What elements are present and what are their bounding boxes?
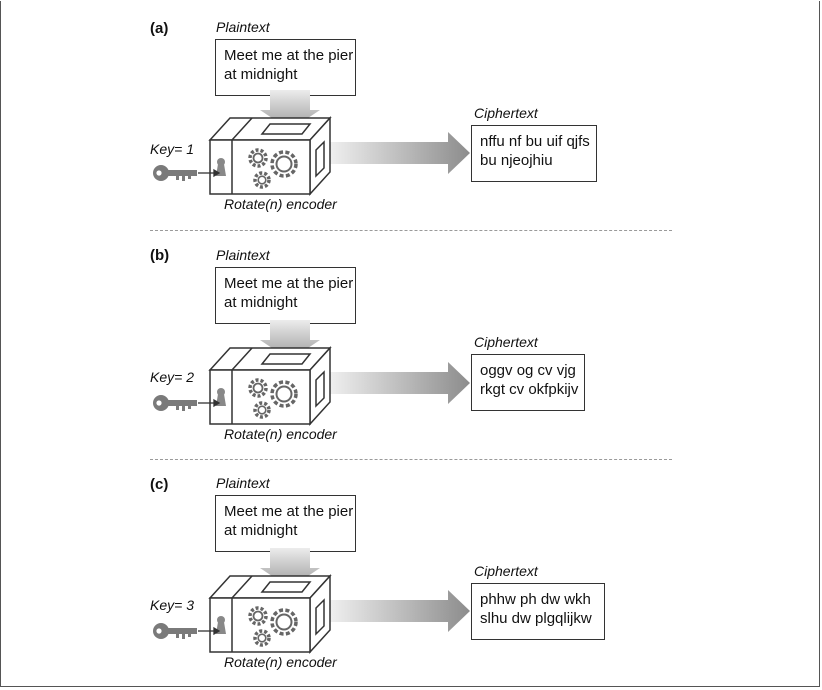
encoder-machine <box>153 90 470 196</box>
plaintext-label: Plaintext <box>216 247 270 263</box>
right-arrow-icon <box>326 132 470 174</box>
panel-separator <box>150 459 672 460</box>
key-label: Key= 3 <box>150 597 194 613</box>
plaintext-line: at midnight <box>224 66 298 83</box>
key-arrow <box>198 626 221 636</box>
key-arrow <box>198 398 221 408</box>
key-icon <box>153 165 197 181</box>
encoder-label: Rotate(n) encoder <box>224 426 337 442</box>
panel-label: (c) <box>150 476 169 493</box>
right-arrow-icon <box>326 590 470 632</box>
ciphertext-line: slhu dw plgqlijkw <box>480 610 592 627</box>
plaintext-label: Plaintext <box>216 475 270 491</box>
ciphertext-line: bu njeojhiu <box>480 152 553 169</box>
ciphertext-box: phhw ph dw wkh slhu dw plgqlijkw <box>471 583 605 640</box>
ciphertext-line: rkgt cv okfpkijv <box>480 381 579 398</box>
panel-separator <box>150 230 672 231</box>
ciphertext-box: nffu nf bu uif qjfs bu njeojhiu <box>471 125 597 182</box>
panel-c: (c) Plaintext Meet me at the pier at mid… <box>0 462 822 690</box>
panel-label: (b) <box>150 247 170 264</box>
key-icon <box>153 395 197 411</box>
encoder-label: Rotate(n) encoder <box>224 654 337 670</box>
ciphertext-line: nffu nf bu uif qjfs <box>480 133 590 150</box>
key-arrow <box>198 168 221 178</box>
key-icon <box>153 623 197 639</box>
ciphertext-line: oggv og cv vjg <box>480 362 576 379</box>
ciphertext-label: Ciphertext <box>474 563 538 579</box>
panel-a: (a) Plaintext Meet me at the pier at mid… <box>0 0 822 228</box>
gears-icon <box>248 148 298 189</box>
encoder-label: Rotate(n) encoder <box>224 196 337 212</box>
plaintext-line: at midnight <box>224 522 298 539</box>
ciphertext-line: phhw ph dw wkh <box>480 591 591 608</box>
plaintext-box: Meet me at the pier at midnight <box>215 267 356 324</box>
key-label: Key= 2 <box>150 369 194 385</box>
plaintext-line: at midnight <box>224 294 298 311</box>
plaintext-line: Meet me at the pier <box>224 47 354 64</box>
keyhole-icon <box>216 158 226 176</box>
plaintext-line: Meet me at the pier <box>224 503 354 520</box>
plaintext-label: Plaintext <box>216 19 270 35</box>
right-arrow-icon <box>326 362 470 404</box>
key-label: Key= 1 <box>150 141 194 157</box>
encoder-box-icon <box>208 574 332 654</box>
plaintext-box: Meet me at the pier at midnight <box>215 495 356 552</box>
plaintext-box: Meet me at the pier at midnight <box>215 39 356 96</box>
plaintext-line: Meet me at the pier <box>224 275 354 292</box>
ciphertext-label: Ciphertext <box>474 334 538 350</box>
gears-icon <box>248 378 298 419</box>
gears-icon <box>248 606 298 647</box>
ciphertext-label: Ciphertext <box>474 105 538 121</box>
encoder-machine <box>153 320 470 426</box>
panel-b: (b) Plaintext Meet me at the pier at mid… <box>0 235 822 463</box>
encoder-machine <box>153 548 470 654</box>
ciphertext-box: oggv og cv vjg rkgt cv okfpkijv <box>471 354 585 411</box>
panel-label: (a) <box>150 20 169 37</box>
